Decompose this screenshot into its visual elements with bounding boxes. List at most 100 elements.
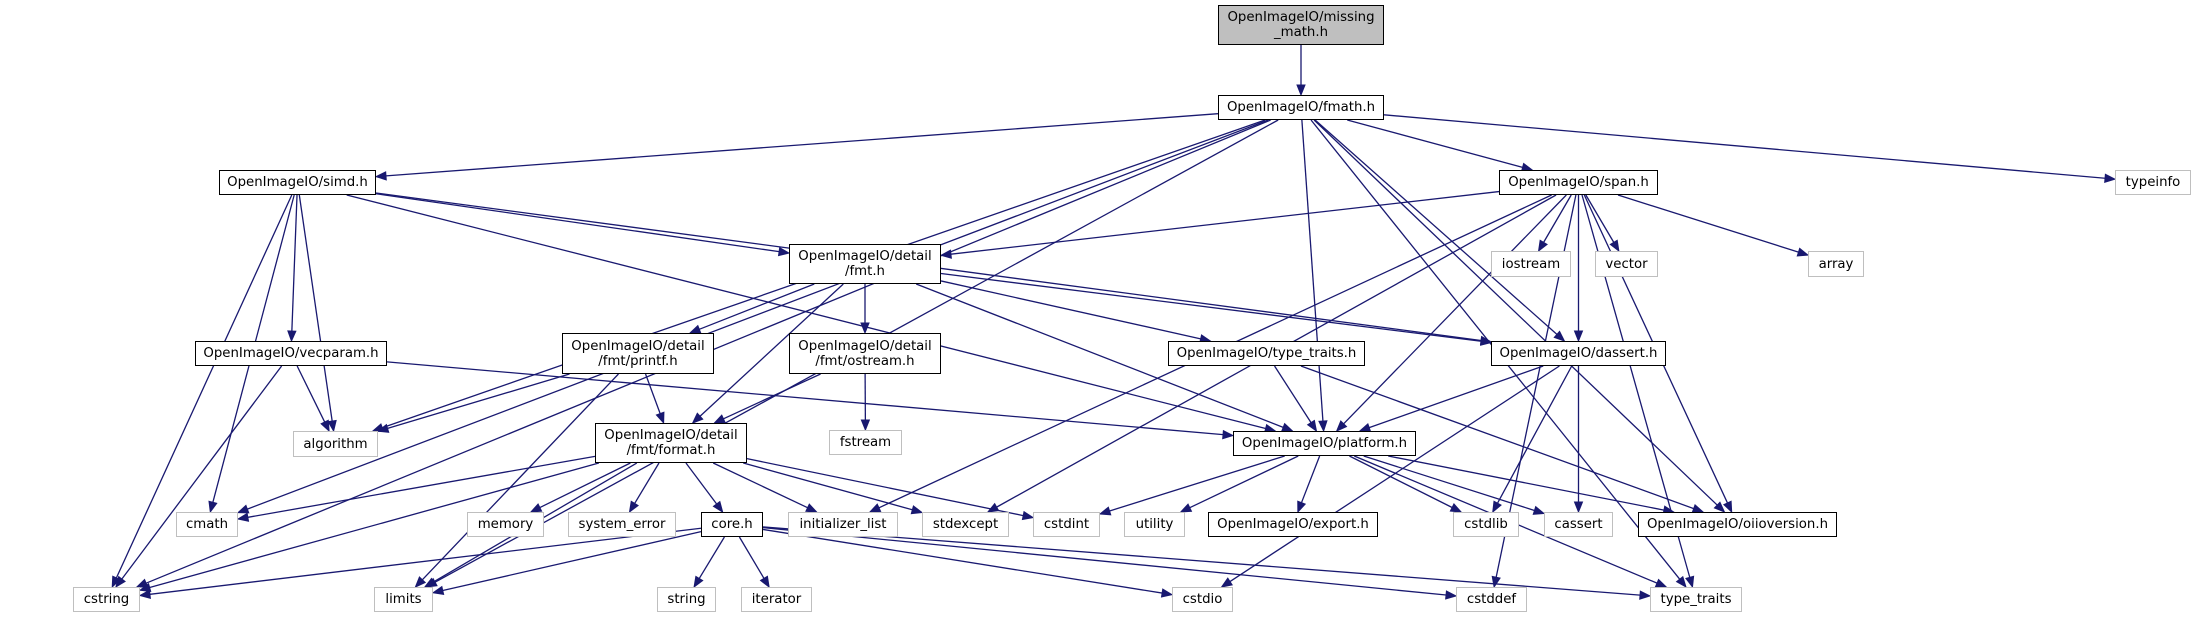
node-typeinfo: typeinfo	[2115, 170, 2191, 195]
arrowhead-icon	[1686, 576, 1694, 587]
edge-fmt-to-dassert	[941, 274, 1481, 342]
edge-platform-to-cstdint	[1110, 456, 1285, 511]
edge-core-to-cstddef	[763, 528, 1446, 595]
node-span[interactable]: OpenImageIO/span.h	[1499, 170, 1658, 195]
edge-format-to-cstdint	[747, 459, 1023, 516]
arrowhead-icon	[941, 250, 951, 258]
arrowhead-icon	[870, 504, 881, 512]
arrowhead-icon	[1492, 576, 1500, 587]
edge-core-to-string	[699, 537, 724, 578]
arrowhead-icon	[1724, 501, 1732, 512]
arrowhead-icon	[376, 172, 386, 180]
node-array: array	[1808, 251, 1864, 277]
node-type-traits: type_traits	[1650, 587, 1742, 612]
node-export[interactable]: OpenImageIO/export.h	[1208, 512, 1378, 537]
node-initializer-list: initializer_list	[788, 512, 898, 537]
edge-format-to-system_error	[635, 463, 659, 503]
edge-vecparam-to-algorithm	[297, 366, 325, 422]
node-iterator: iterator	[741, 587, 812, 612]
edge-platform-to-export	[1301, 456, 1319, 503]
arrowhead-icon	[1282, 424, 1293, 431]
edge-dassert-to-platform	[1369, 366, 1543, 428]
arrowhead-icon	[1298, 501, 1305, 512]
node-limits: limits	[374, 587, 433, 612]
edge-core-to-limits	[443, 532, 701, 591]
node-vector: vector	[1595, 251, 1658, 277]
edge-span-to-platform	[1344, 195, 1567, 424]
node-printf[interactable]: OpenImageIO/detail /fmt/printf.h	[562, 333, 714, 374]
node-root[interactable]: OpenImageIO/missing _math.h	[1218, 5, 1384, 45]
edge-platform-to-utility	[1190, 456, 1299, 508]
arrowhead-icon	[1308, 420, 1317, 431]
edge-fmath-to-platform	[1302, 120, 1323, 421]
arrowhead-icon	[806, 504, 817, 512]
arrowhead-icon	[1533, 507, 1544, 515]
node-cstdio: cstdio	[1172, 587, 1233, 612]
edge-simd-to-platform	[347, 195, 1266, 429]
edge-printf-to-format	[646, 374, 661, 414]
node-memory: memory	[467, 512, 544, 537]
arrowhead-icon	[630, 501, 639, 512]
arrowhead-icon	[1446, 591, 1456, 599]
edge-platform-to-cstdlib	[1349, 456, 1452, 508]
arrowhead-icon	[911, 506, 922, 514]
arrowhead-icon	[1493, 501, 1501, 512]
arrowhead-icon	[861, 420, 869, 430]
node-platform[interactable]: OpenImageIO/platform.h	[1233, 431, 1416, 456]
edge-dassert-to-cstdio	[1230, 366, 1559, 582]
node-string: string	[657, 587, 716, 612]
node-stdexcept: stdexcept	[922, 512, 1009, 537]
edge-core-to-cstring	[150, 528, 701, 594]
arrowhead-icon	[1640, 591, 1650, 599]
arrowhead-icon	[321, 420, 329, 431]
node-system-error: system_error	[568, 512, 676, 537]
node-fmath[interactable]: OpenImageIO/fmath.h	[1218, 95, 1384, 120]
arrowhead-icon	[1181, 504, 1192, 512]
node-fmt[interactable]: OpenImageIO/detail /fmt.h	[789, 244, 941, 284]
arrowhead-icon	[761, 576, 770, 587]
node-iostream: iostream	[1491, 251, 1571, 277]
edge-simd-to-algorithm	[299, 195, 332, 421]
edge-fmath-to-span	[1347, 120, 1522, 167]
edge-span-to-array	[1618, 195, 1798, 252]
arrowhead-icon	[714, 415, 725, 423]
node-dassert[interactable]: OpenImageIO/dassert.h	[1491, 341, 1666, 366]
node-cstddef: cstddef	[1456, 587, 1527, 612]
arrowhead-icon	[690, 326, 701, 333]
node-core[interactable]: core.h	[701, 512, 763, 537]
arrowhead-icon	[1022, 512, 1033, 520]
arrowhead-icon	[694, 576, 703, 587]
arrowhead-icon	[1575, 331, 1583, 341]
arrowhead-icon	[1539, 240, 1547, 251]
arrowhead-icon	[713, 502, 722, 512]
node-algorithm: algorithm	[293, 431, 378, 457]
node-ostream[interactable]: OpenImageIO/detail /fmt/ostream.h	[789, 333, 941, 374]
node-simd[interactable]: OpenImageIO/simd.h	[219, 170, 376, 195]
edge-oiio_type_traits-to-platform	[1275, 366, 1311, 423]
edge-fmath-to-cmath	[247, 120, 1268, 509]
node-cstdlib: cstdlib	[1453, 512, 1519, 537]
arrowhead-icon	[238, 505, 249, 512]
arrowhead-icon	[1450, 504, 1461, 512]
edge-fmt-to-printf	[699, 284, 814, 329]
edge-core-to-iterator	[739, 537, 764, 578]
arrowhead-icon	[1223, 431, 1233, 439]
arrowhead-icon	[1161, 589, 1172, 597]
arrowhead-icon	[1797, 248, 1808, 256]
node-oiioversion[interactable]: OpenImageIO/oiioversion.h	[1638, 512, 1837, 537]
arrowhead-icon	[656, 412, 664, 423]
edge-dassert-to-cstdlib	[1498, 366, 1572, 503]
node-oiio-type-traits[interactable]: OpenImageIO/type_traits.h	[1168, 341, 1365, 366]
arrowhead-icon	[1655, 579, 1666, 587]
edge-core-to-type_traits	[763, 527, 1640, 595]
node-format[interactable]: OpenImageIO/detail /fmt/format.h	[595, 423, 747, 463]
node-utility: utility	[1124, 512, 1185, 537]
arrowhead-icon	[1677, 577, 1686, 587]
arrowhead-icon	[1319, 421, 1327, 431]
edge-vecparam-to-cstring	[122, 366, 282, 579]
node-vecparam[interactable]: OpenImageIO/vecparam.h	[195, 341, 387, 366]
node-cmath: cmath	[176, 512, 238, 537]
edge-fmath-to-dassert	[1315, 120, 1557, 334]
edge-span-to-vector	[1586, 195, 1614, 242]
